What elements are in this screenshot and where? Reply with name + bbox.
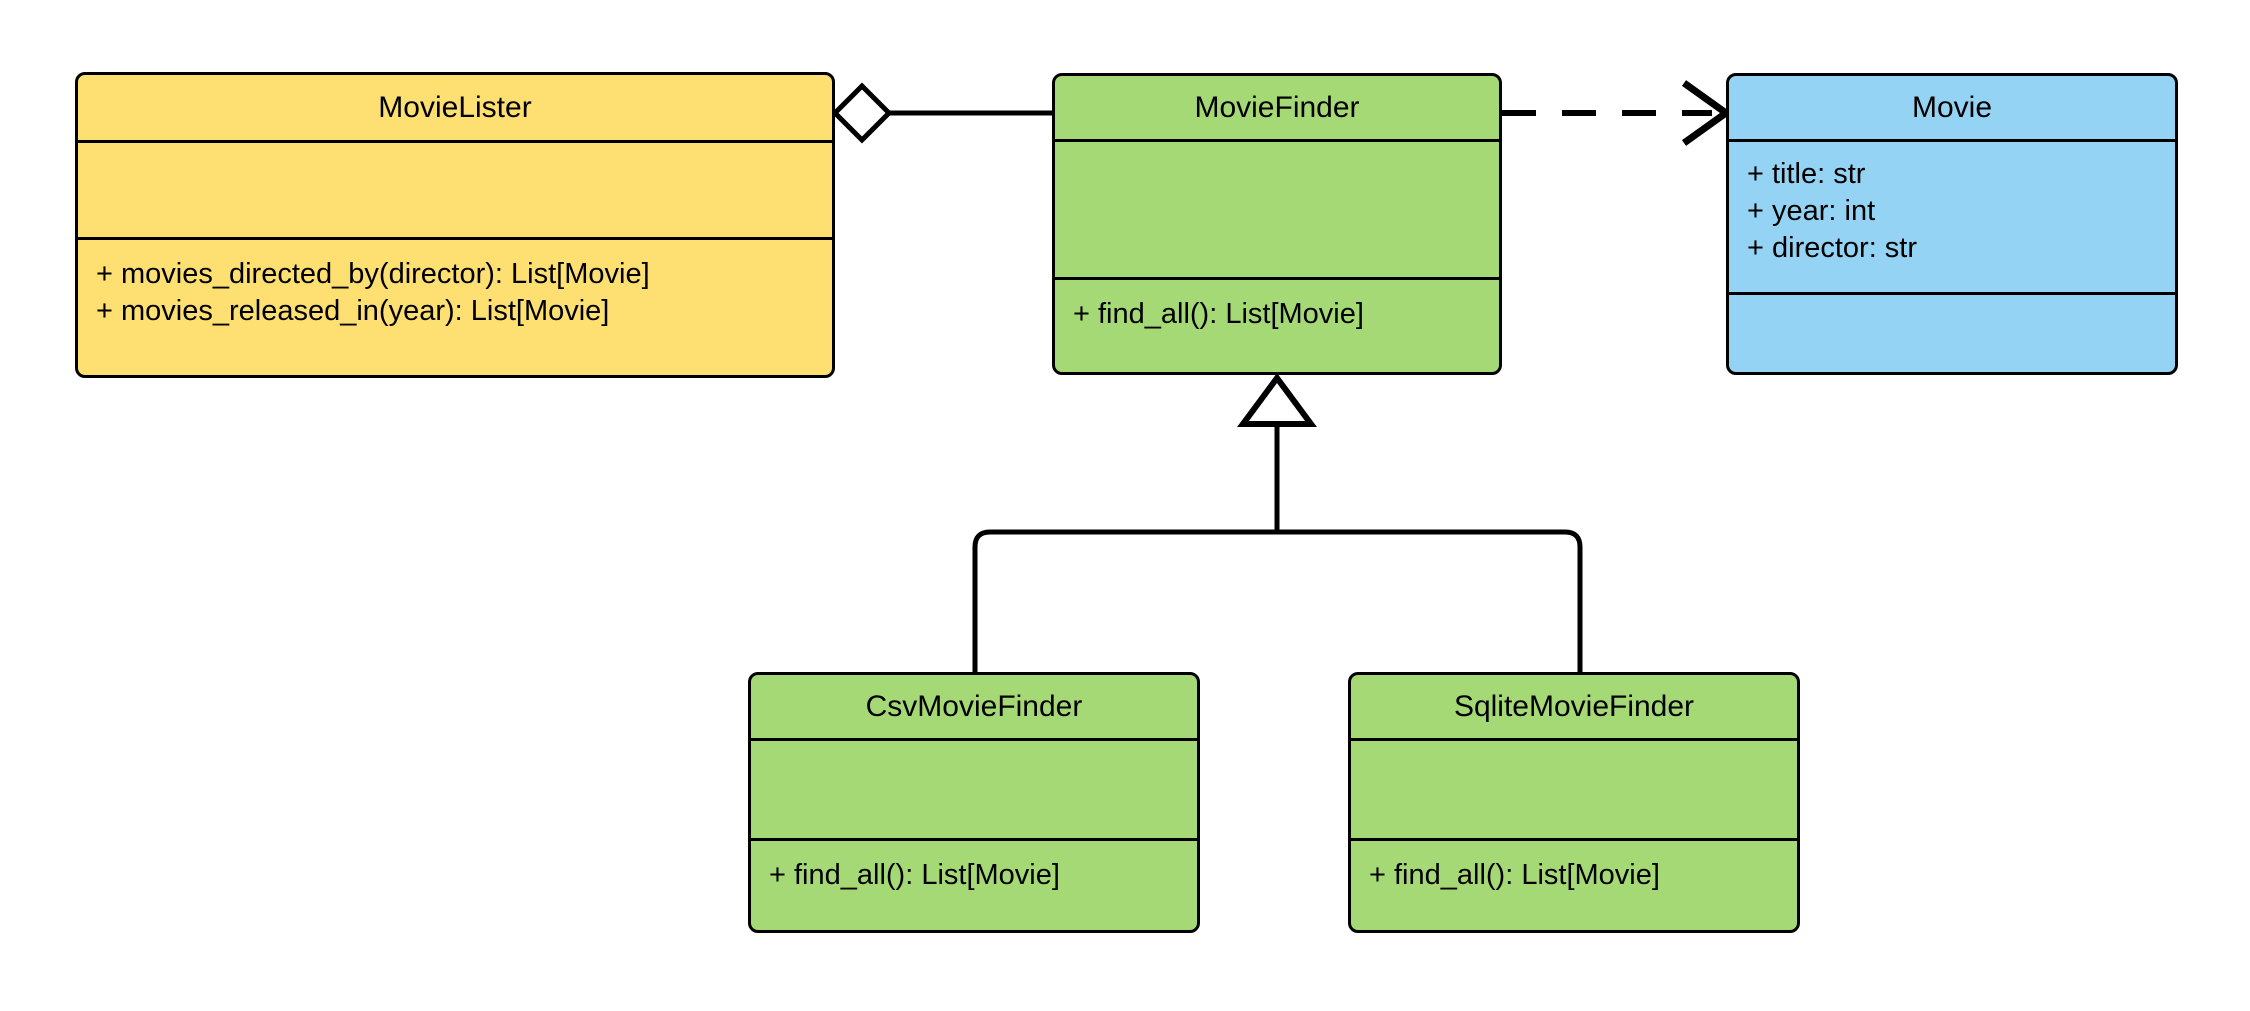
generalization-branch-sqlite: [1277, 529, 1583, 672]
attribute-item: + director: str: [1747, 232, 1918, 265]
class-name-compartment: MovieLister: [78, 75, 832, 143]
method-item: + movies_released_in(year): List[Movie]: [96, 295, 610, 328]
class-name-compartment: SqliteMovieFinder: [1351, 675, 1797, 741]
hollow-diamond-icon: [831, 82, 893, 144]
attributes-compartment-movie-lister: [78, 143, 832, 240]
class-title-movie-finder: MovieFinder: [1194, 90, 1360, 124]
methods-compartment-csv-movie-finder: + find_all(): List[Movie]: [751, 841, 1197, 930]
class-box-movie-finder[interactable]: MovieFinder + find_all(): List[Movie]: [1052, 73, 1502, 375]
class-title-sqlite-movie-finder: SqliteMovieFinder: [1453, 689, 1695, 723]
generalization-edge-tree[interactable]: [972, 372, 1583, 672]
method-item: + find_all(): List[Movie]: [1369, 859, 1660, 891]
class-name-compartment: MovieFinder: [1055, 76, 1499, 142]
class-title-csv-movie-finder: CsvMovieFinder: [865, 689, 1083, 723]
class-box-movie-lister[interactable]: MovieLister + movies_directed_by(directo…: [75, 72, 835, 378]
hollow-triangle-icon: [1237, 372, 1317, 427]
method-item: + find_all(): List[Movie]: [1073, 298, 1364, 330]
methods-compartment-movie: [1729, 295, 2175, 372]
attributes-compartment-movie-finder: [1055, 142, 1499, 280]
attributes-compartment-movie: + title: str + year: int + director: str: [1729, 142, 2175, 295]
class-box-sqlite-movie-finder[interactable]: SqliteMovieFinder + find_all(): List[Mov…: [1348, 672, 1800, 933]
method-item: + movies_directed_by(director): List[Mov…: [96, 258, 650, 290]
method-item: + find_all(): List[Movie]: [769, 859, 1060, 891]
class-title-movie-lister: MovieLister: [378, 90, 532, 124]
class-name-compartment: CsvMovieFinder: [751, 675, 1197, 741]
generalization-branch-csv: [972, 529, 1277, 672]
aggregation-edge-lister-finder[interactable]: [831, 82, 1052, 144]
class-box-csv-movie-finder[interactable]: CsvMovieFinder + find_all(): List[Movie]: [748, 672, 1200, 933]
methods-compartment-sqlite-movie-finder: + find_all(): List[Movie]: [1351, 841, 1797, 930]
class-box-movie[interactable]: Movie + title: str + year: int + directo…: [1726, 73, 2178, 375]
attributes-compartment-sqlite-movie-finder: [1351, 741, 1797, 841]
class-title-movie: Movie: [1911, 90, 1993, 124]
methods-compartment-movie-finder: + find_all(): List[Movie]: [1055, 280, 1499, 372]
attribute-item: + title: str: [1747, 158, 1866, 190]
attributes-compartment-csv-movie-finder: [751, 741, 1197, 841]
methods-compartment-movie-lister: + movies_directed_by(director): List[Mov…: [78, 240, 832, 375]
attribute-item: + year: int: [1747, 195, 1876, 228]
class-name-compartment: Movie: [1729, 76, 2175, 142]
dependency-edge-finder-movie[interactable]: [1502, 80, 1733, 146]
